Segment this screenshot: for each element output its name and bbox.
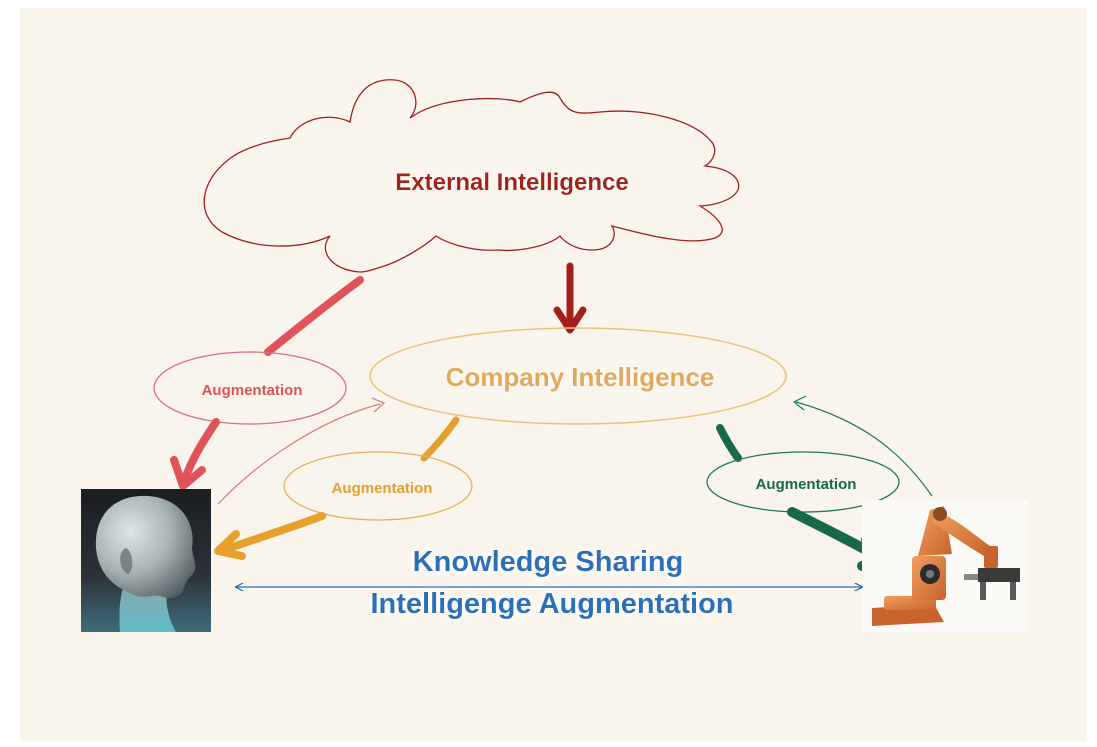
- right-augmentation-label: Augmentation: [756, 476, 857, 493]
- left-aug-to-human-arrow: [180, 418, 220, 486]
- human-to-company-thin-arrowhead: [371, 397, 386, 413]
- left-augmentation-label: Augmentation: [202, 382, 303, 399]
- external-label: External Intelligence: [395, 169, 628, 196]
- external-cloud: [203, 79, 740, 273]
- mid-augmentation-ellipse: [283, 451, 473, 521]
- external-to-company-arrowhead: [553, 306, 587, 334]
- robot-to-company-thin-arrowhead: [792, 395, 807, 411]
- left-augmentation-ellipse: [153, 351, 347, 425]
- company-label: Company Intelligence: [446, 362, 715, 392]
- mid-aug-to-human-arrow: [220, 512, 326, 554]
- left-aug-to-human-arrowhead: [170, 456, 206, 490]
- robot-arm-icon: [862, 500, 1028, 632]
- knowledge-sharing-label: Knowledge Sharing: [413, 546, 684, 578]
- cloud-to-left-aug-stroke: [264, 276, 364, 356]
- mid-augmentation-label: Augmentation: [332, 480, 433, 497]
- human-to-company-thin-arrow: [217, 403, 381, 505]
- human-head-icon: [81, 489, 211, 632]
- company-to-right-aug-stroke: [716, 424, 742, 462]
- company-to-mid-aug-stroke: [420, 416, 460, 462]
- intelligence-augmentation-label: Intelligenge Augmentation: [370, 588, 733, 620]
- company-ellipse: [369, 327, 787, 425]
- mid-aug-to-human-arrowhead: [214, 530, 246, 560]
- robot-to-company-thin-arrow: [795, 401, 933, 497]
